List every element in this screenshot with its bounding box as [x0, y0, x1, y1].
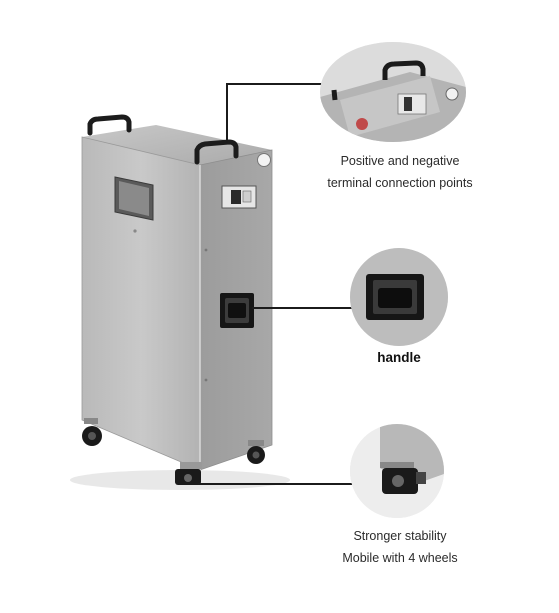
top-handle-front [194, 139, 239, 165]
wheel-detail-circle [350, 424, 444, 518]
handle-caption: handle [350, 347, 448, 369]
terminal-detail-circle [320, 42, 466, 142]
connector-terminals-horizontal [226, 83, 326, 85]
wheel-front-right [175, 462, 202, 485]
terminal-caption-line-2: terminal connection points [327, 176, 473, 190]
wheel-front-left [82, 418, 102, 446]
connector-wheels [198, 483, 354, 485]
side-handle [220, 293, 254, 328]
connector-handle [252, 307, 354, 309]
terminal-caption-line-1: Positive and negative [340, 154, 460, 168]
wheel-caption: Stronger stability Mobile with 4 wheels [300, 525, 500, 569]
wheel-rear-right [247, 440, 265, 464]
handle-detail-circle [350, 248, 448, 346]
display-screen [114, 176, 154, 221]
wheel-caption-line-2: Mobile with 4 wheels [342, 551, 458, 565]
battery-cabinet-image [70, 114, 290, 490]
handle-caption-line-1: handle [377, 350, 421, 365]
terminal-caption: Positive and negative terminal connectio… [300, 150, 500, 194]
connector-terminals-vertical [226, 83, 228, 143]
top-handle-rear [87, 114, 132, 136]
terminal-panel [221, 185, 257, 209]
wheel-caption-line-1: Stronger stability [353, 529, 447, 543]
